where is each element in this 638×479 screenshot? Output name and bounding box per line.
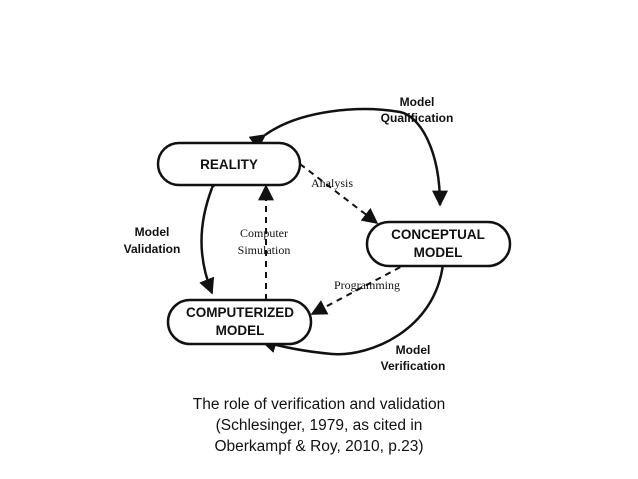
conceptual-model-label-line2: MODEL xyxy=(414,245,463,260)
model-verification-arc xyxy=(260,248,453,356)
model-validation-arc xyxy=(199,171,225,295)
computerized-model-node: COMPUTERIZED MODEL xyxy=(166,298,313,346)
model-verification-label-line1: Model xyxy=(396,343,431,357)
model-verification-label-line2: Verification xyxy=(381,359,446,373)
conceptual-model-label-line1: CONCEPTUAL xyxy=(391,227,485,242)
computer-simulation-label-line2: Simulation xyxy=(238,243,291,257)
programming-label: Programming xyxy=(334,278,400,292)
computerized-model-label-line2: MODEL xyxy=(216,323,265,338)
reality-label: REALITY xyxy=(200,157,258,172)
model-qualification-label-line2: Qualification xyxy=(381,111,454,125)
model-qualification-arc xyxy=(248,107,448,207)
conceptual-model-node: CONCEPTUAL MODEL xyxy=(365,220,512,268)
analysis-arrow xyxy=(299,163,379,224)
analysis-label: Analysis xyxy=(311,176,353,190)
model-validation-label-line2: Validation xyxy=(124,242,181,256)
caption-line-2: (Schlesinger, 1979, as cited in xyxy=(215,417,423,434)
computer-simulation-label-line1: Computer xyxy=(240,226,288,240)
computerized-model-box xyxy=(166,298,313,346)
reality-node: REALITY xyxy=(156,141,302,187)
figure-caption: The role of verification and validation … xyxy=(0,394,638,457)
model-qualification-label-line1: Model xyxy=(400,95,435,109)
computerized-model-label-line1: COMPUTERIZED xyxy=(186,305,294,320)
caption-line-1: The role of verification and validation xyxy=(192,396,446,413)
caption-line-3: Oberkampf & Roy, 2010, p.23) xyxy=(214,438,424,455)
reality-box xyxy=(156,141,302,187)
conceptual-model-box xyxy=(365,220,512,268)
programming-arrow xyxy=(310,261,411,315)
model-validation-label-line1: Model xyxy=(135,225,170,239)
